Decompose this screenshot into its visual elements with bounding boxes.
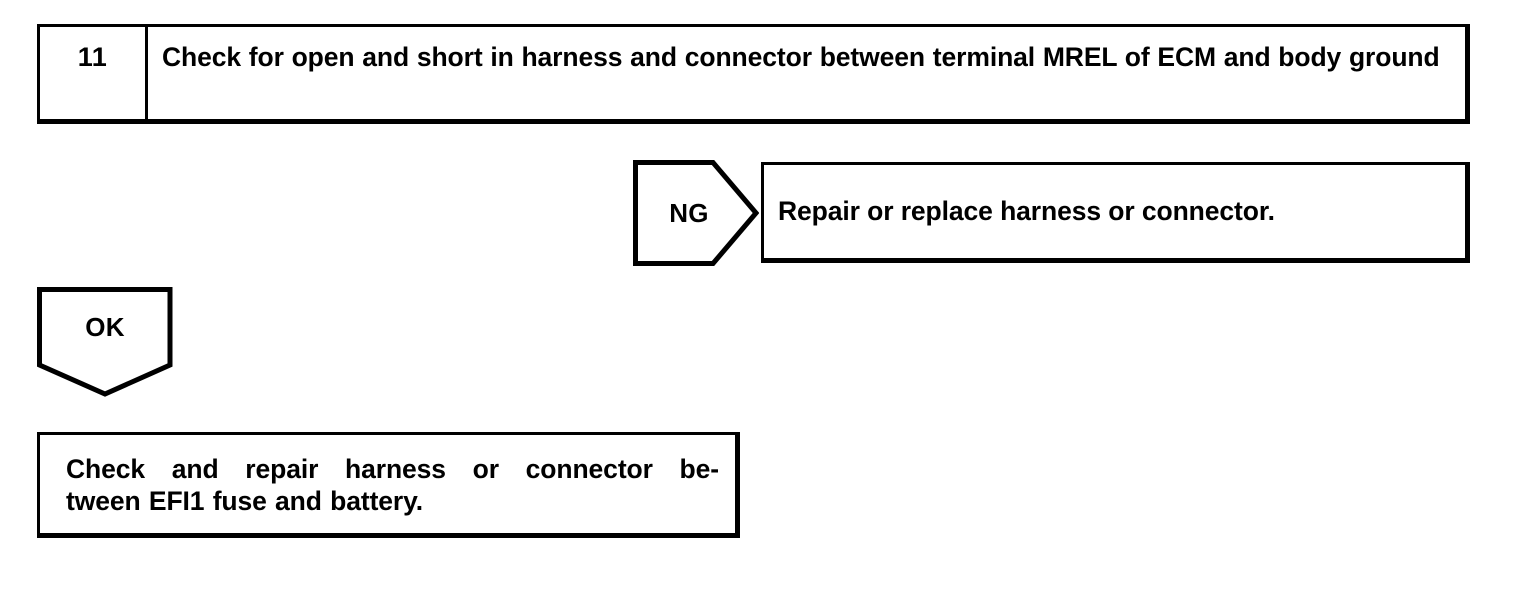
action-text-line-2: tween EFI1 fuse and battery. xyxy=(66,486,424,517)
ok-arrow-shape xyxy=(37,287,173,397)
action-result-box: Check and repair harness or connector be… xyxy=(37,432,740,538)
step-header-row: 11 Check for open and short in harness a… xyxy=(37,24,1470,124)
step-instruction-cell: Check for open and short in harness and … xyxy=(148,27,1465,119)
step-number: 11 xyxy=(77,42,108,72)
step-instruction-text: Check for open and short in harness and … xyxy=(162,42,1440,72)
ng-branch-arrow xyxy=(633,160,759,266)
action-result-text: Check and repair harness or connector be… xyxy=(66,453,719,518)
ok-branch-arrow xyxy=(37,287,173,397)
action-text-line-1: Check and repair harness or connector be… xyxy=(66,454,719,484)
ng-arrow-shape xyxy=(633,160,759,266)
ng-result-box: Repair or replace harness or connector. xyxy=(761,162,1470,263)
ng-result-text: Repair or replace harness or connector. xyxy=(778,195,1275,226)
step-number-cell: 11 xyxy=(40,27,148,119)
